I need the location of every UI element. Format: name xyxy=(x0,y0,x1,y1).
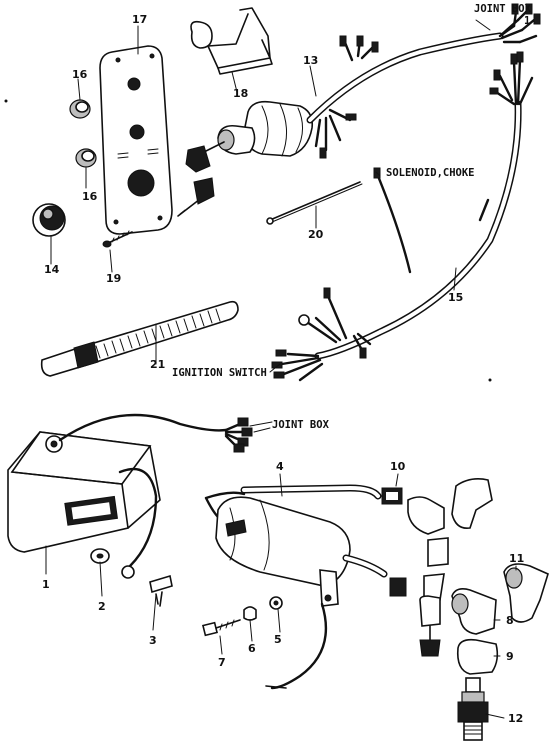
plug-16-lower xyxy=(75,148,97,168)
callout-16-upper: 16 xyxy=(72,68,88,81)
speck xyxy=(4,99,8,103)
plug-16-upper xyxy=(69,99,91,119)
rod-20 xyxy=(266,181,363,225)
callout-6: 6 xyxy=(248,642,256,655)
callout-2: 2 xyxy=(98,600,106,613)
joint-box-top-connectors xyxy=(511,3,541,44)
callout-13: 13 xyxy=(303,54,318,67)
callout-12: 12 xyxy=(508,712,523,725)
switch-panel-17 xyxy=(99,45,173,235)
screw-19 xyxy=(102,230,133,248)
label-ignition-switch: IGNITION SWITCH xyxy=(172,367,267,379)
ignition-switch-13 xyxy=(177,100,314,217)
callout-10: 10 xyxy=(390,460,406,473)
spark-plug-12 xyxy=(457,677,489,741)
cap-14 xyxy=(32,203,66,237)
callout-3: 3 xyxy=(149,634,157,647)
label-solenoid-choke: SOLENOID,CHOKE xyxy=(386,167,475,179)
bolt-7 xyxy=(201,619,241,637)
speck xyxy=(488,378,492,382)
callout-19: 19 xyxy=(106,272,121,285)
callout-7: 7 xyxy=(218,656,226,669)
spark-plug-cap-upper xyxy=(389,573,445,657)
harness-13 xyxy=(306,18,524,159)
callout-20: 20 xyxy=(308,228,324,241)
callout-14: 14 xyxy=(44,263,60,276)
callout-21: 21 xyxy=(150,358,165,371)
callout-15: 15 xyxy=(448,291,463,304)
harness-15 xyxy=(271,51,534,382)
callout-4: 4 xyxy=(276,460,284,473)
callout-8: 8 xyxy=(506,614,514,627)
ignition-coil-4 xyxy=(204,484,388,690)
joint-box-top-tag: 1 xyxy=(524,15,530,27)
cdi-unit-1 xyxy=(7,413,228,579)
callout-18: 18 xyxy=(233,87,248,100)
label-joint-box-top: JOINT BOX xyxy=(474,3,532,15)
plug-cap-8 xyxy=(451,588,497,635)
callout-11: 11 xyxy=(509,552,524,565)
leader-lines xyxy=(45,19,517,719)
bracket-18 xyxy=(190,7,273,75)
bolt-3 xyxy=(149,574,173,607)
callout-16-lower: 16 xyxy=(82,190,98,203)
strap-21 xyxy=(40,300,239,377)
callout-17: 17 xyxy=(132,13,147,26)
washer-2 xyxy=(90,548,110,564)
plug-cap-10 xyxy=(381,478,493,567)
elbow-boot-11 xyxy=(503,563,549,623)
lock-washer-6 xyxy=(243,606,257,621)
callout-1: 1 xyxy=(42,578,50,591)
joint-box-mid-connectors xyxy=(224,417,273,453)
washer-5 xyxy=(269,596,283,610)
callout-9: 9 xyxy=(506,650,514,663)
cap-sleeve-9 xyxy=(456,638,499,675)
callout-5: 5 xyxy=(274,633,282,646)
label-joint-box-mid: JOINT BOX xyxy=(272,419,330,431)
